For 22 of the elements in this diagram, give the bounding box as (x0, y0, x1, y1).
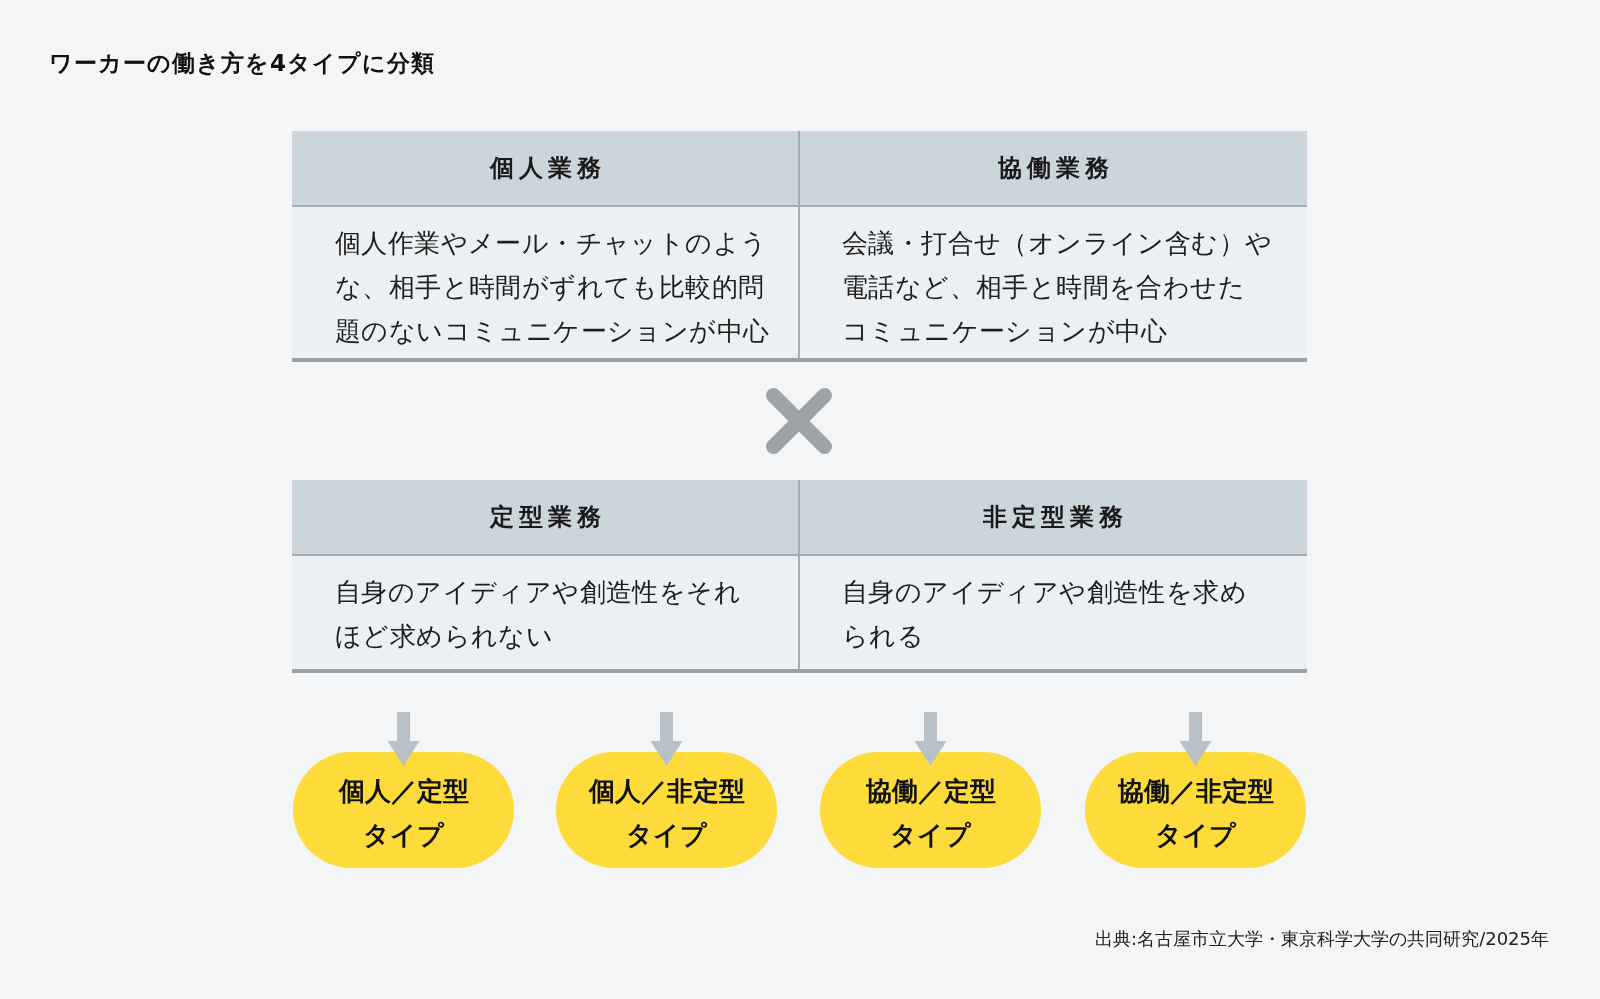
diagram-title: ワーカーの働き方を4タイプに分類 (49, 49, 435, 77)
description-text: 自身のアイディアや創造性を求められる (842, 576, 1247, 653)
column-header: 非定型業務 (799, 480, 1307, 556)
arrow (1179, 712, 1212, 766)
source-note: 出典:名古屋市立大学・東京科学大学の共同研究/2025年 (1095, 928, 1549, 950)
arrow (650, 712, 683, 766)
table-column (799, 480, 1307, 673)
type-pill: 協働／非定型タイプ (1085, 752, 1306, 868)
table-column (292, 480, 799, 673)
type-pill: 個人／非定型タイプ (556, 752, 777, 868)
column-header: 個人業務 (292, 131, 799, 207)
column-header: 定型業務 (292, 480, 799, 556)
description-text: 自身のアイディアや創造性をそれほど求められない (335, 576, 741, 653)
type-pill: 協働／定型タイプ (820, 752, 1041, 868)
type-pill: 個人／定型タイプ (293, 752, 514, 868)
table-column (799, 131, 1307, 362)
description-text: 会議・打合せ（オンライン含む）や電話など、相手と時間を合わせたコミュニケーションが中心 (842, 227, 1273, 348)
column-header: 協働業務 (799, 131, 1307, 207)
arrow (387, 712, 420, 766)
table-column (292, 131, 799, 362)
arrow (914, 712, 947, 766)
description-text: 個人作業やメール・チャットのような、相手と時間がずれても比較的問題のないコミュニケーションが中心 (335, 227, 770, 348)
